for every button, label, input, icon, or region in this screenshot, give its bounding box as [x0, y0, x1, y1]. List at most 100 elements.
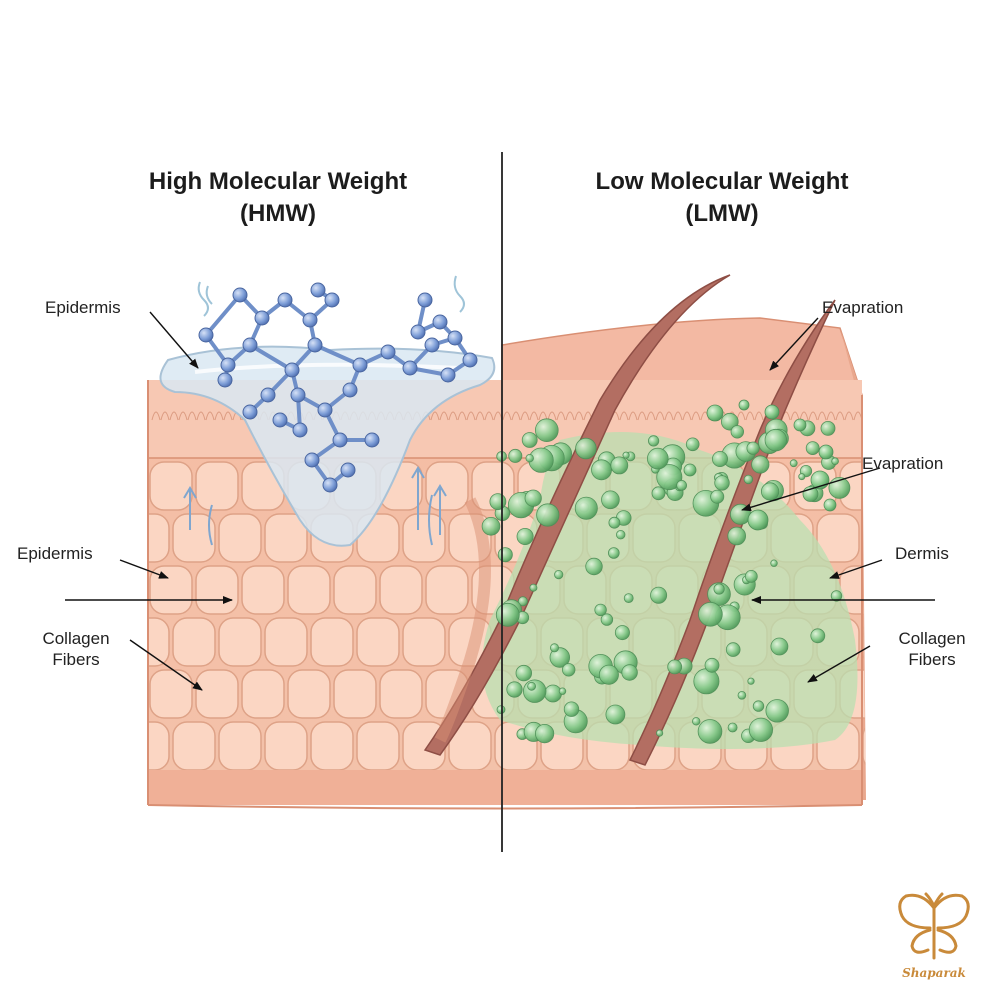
- molecule-atom: [277, 292, 293, 308]
- lmw-particle: [798, 473, 806, 481]
- skin-cell: [148, 513, 170, 563]
- lmw-particle: [738, 399, 750, 411]
- molecule-atom: [364, 432, 380, 448]
- molecule-atom: [310, 282, 326, 298]
- label-evaporation-top: Evapration: [822, 298, 904, 317]
- lmw-particle: [614, 625, 630, 641]
- ridge: [178, 411, 188, 421]
- arrow-epidermis-middle: [119, 559, 169, 579]
- molecule-atom: [417, 292, 433, 308]
- lmw-title: Low Molecular Weight (LMW): [502, 166, 942, 230]
- label-collagen-left-line1: Collagen: [42, 629, 110, 648]
- ridge: [664, 411, 674, 421]
- lmw-particle: [656, 464, 683, 491]
- lmw-particle: [760, 482, 780, 501]
- ridge: [547, 411, 557, 421]
- skin-cell: [402, 617, 446, 667]
- molecule-atom: [260, 387, 276, 403]
- arrow-evaporation-top: [769, 317, 819, 371]
- lmw-particle: [770, 637, 789, 656]
- molecule-atom: [307, 337, 323, 353]
- lmw-particle: [489, 493, 507, 511]
- molecule-atom: [242, 404, 258, 420]
- lmw-particle: [692, 717, 701, 726]
- molecule-atom: [424, 337, 440, 353]
- skin-cell: [287, 565, 331, 615]
- ridge: [457, 411, 467, 421]
- ridge: [196, 411, 206, 421]
- lmw-particle: [622, 451, 630, 459]
- skin-cell: [494, 723, 502, 769]
- molecule-atom: [380, 344, 396, 360]
- molecule-atom: [242, 337, 258, 353]
- lmw-particle: [831, 457, 839, 466]
- butterfly-logo-icon: [898, 892, 970, 960]
- lmw-particle: [616, 530, 626, 540]
- skin-cell: [241, 565, 285, 615]
- label-collagen-right: Collagen Fibers: [882, 628, 982, 670]
- lmw-particle: [751, 455, 770, 474]
- lmw-particle: [764, 428, 788, 452]
- vapor-wisps-left: [197, 275, 465, 317]
- molecule-atom: [317, 402, 333, 418]
- ridge: [646, 411, 656, 421]
- skin-cell: [863, 722, 905, 770]
- lmw-particle: [710, 489, 725, 504]
- skin-cell: [195, 565, 239, 615]
- lmw-particles: [481, 399, 851, 744]
- lmw-particle: [823, 498, 837, 512]
- ridge: [529, 411, 539, 421]
- lmw-particle: [527, 681, 536, 691]
- molecule-bond: [248, 343, 294, 372]
- lmw-particle: [534, 418, 559, 443]
- lmw-particle: [646, 447, 669, 470]
- lmw-particle: [820, 420, 836, 436]
- arrow-collagen-right: [807, 645, 871, 683]
- label-collagen-left: Collagen Fibers: [28, 628, 124, 670]
- arrow-dermis-right: [829, 559, 883, 579]
- molecule-bond: [313, 343, 362, 367]
- skin-cell: [218, 721, 262, 771]
- ridge: [520, 411, 530, 421]
- lmw-particle: [550, 643, 560, 653]
- lmw-particle: [793, 418, 807, 432]
- lmw-particle: [650, 586, 668, 604]
- ridge: [682, 411, 692, 421]
- skin-cell: [104, 462, 146, 510]
- lmw-particle: [697, 719, 723, 744]
- lmw-particle: [647, 435, 660, 447]
- molecule-atom: [272, 412, 288, 428]
- lmw-particle: [607, 547, 620, 559]
- label-collagen-right-line2: Fibers: [908, 650, 956, 669]
- lmw-particle: [746, 441, 760, 455]
- skin-cell: [333, 565, 377, 615]
- skin-cell: [172, 721, 216, 771]
- molecule-atom: [410, 324, 426, 340]
- lmw-particle: [770, 559, 778, 567]
- skin-cell: [172, 617, 216, 667]
- lmw-particle: [706, 404, 724, 422]
- ridge: [556, 411, 566, 421]
- lmw-title-line1: Low Molecular Weight: [595, 168, 849, 195]
- lmw-particle: [534, 723, 555, 744]
- molecule-atom: [440, 367, 456, 383]
- molecule-atom: [284, 362, 300, 378]
- label-collagen-left-line2: Fibers: [52, 650, 100, 669]
- lmw-particle: [549, 647, 571, 668]
- ridge: [619, 411, 629, 421]
- lmw-particle: [481, 516, 501, 536]
- molecule-atom: [198, 327, 214, 343]
- lmw-particle: [591, 459, 612, 481]
- brand-logo: Shaparak: [884, 888, 994, 988]
- label-evaporation-middle: Evapration: [862, 454, 944, 473]
- molecule-atom: [292, 422, 308, 438]
- lmw-particle: [720, 412, 739, 431]
- skin-cell: [333, 669, 377, 719]
- molecule-atom: [322, 477, 338, 493]
- lmw-particle: [516, 528, 534, 546]
- lmw-particle: [764, 404, 780, 420]
- molecule-atom: [340, 462, 356, 478]
- skin-cell: [104, 566, 146, 614]
- lmw-particle: [789, 459, 798, 468]
